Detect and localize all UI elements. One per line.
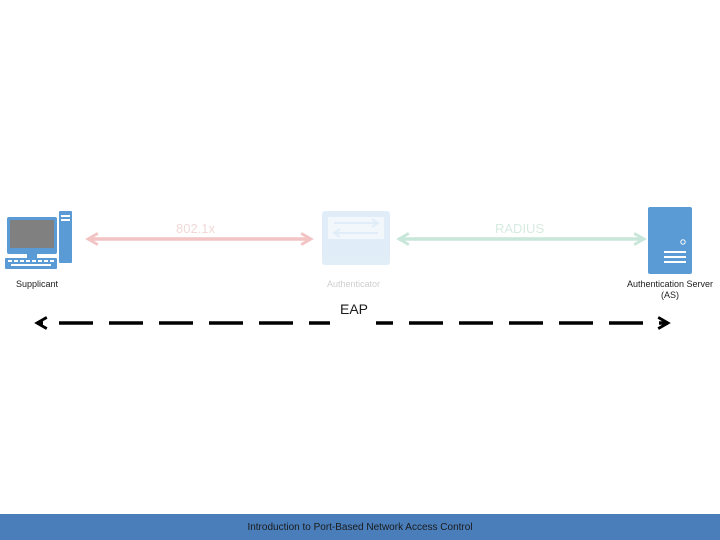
footer-bar: Introduction to Port-Based Network Acces… [0,514,720,540]
auth-server-label-line2: (AS) [661,290,679,300]
supplicant-label: Supplicant [16,279,59,289]
switch-icon [322,211,390,265]
auth-server-label: Authentication Server (AS) [622,279,718,301]
auth-server-label-line1: Authentication Server [626,279,714,289]
dot1x-label: 802.1x [176,221,216,236]
computer-icon [5,211,72,269]
radius-label: RADIUS [495,221,545,236]
server-icon [648,207,692,274]
eap-label: EAP [340,301,369,317]
authenticator-label: Authenticator [327,279,381,289]
footer-title: Introduction to Port-Based Network Acces… [247,522,473,533]
